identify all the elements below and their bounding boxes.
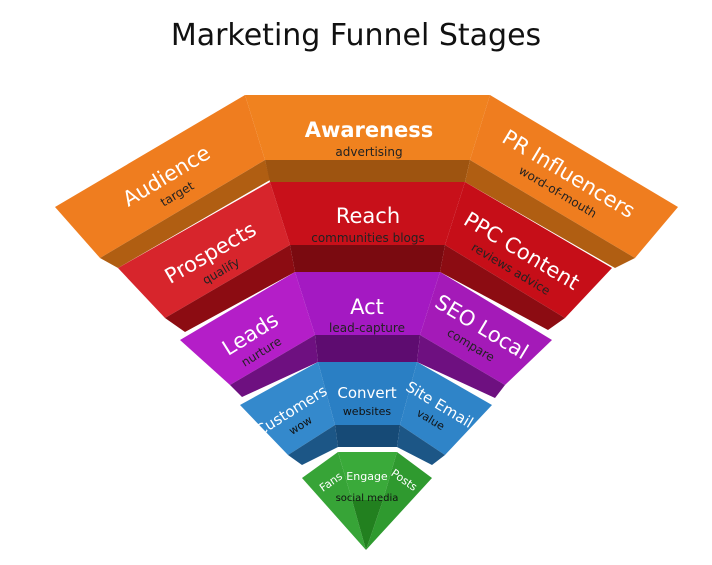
sublabel-communities-blogs: communities blogs	[311, 231, 425, 245]
tier4-center-face	[318, 362, 417, 425]
tier5-bottom-face	[352, 500, 383, 550]
tier1-right-shade	[465, 160, 635, 268]
diagram-title: Marketing Funnel Stages	[170, 18, 542, 53]
tier1-right-face	[470, 95, 678, 258]
tier3-left-face	[180, 272, 315, 385]
tier5-right-face	[366, 452, 432, 550]
tier2-center-face	[270, 182, 465, 245]
funnel-tier-awareness	[55, 95, 678, 268]
funnel-tier-act	[180, 272, 552, 398]
tier4-right-face	[400, 362, 492, 455]
tier4-left-shade	[288, 425, 338, 465]
funnel-tier-engage	[302, 452, 432, 550]
tier5-left-face	[302, 452, 366, 550]
funnel-tier-convert	[240, 362, 492, 465]
tier3-right-shade	[417, 335, 505, 398]
label-engage: Engage	[346, 470, 388, 483]
tier4-left-face	[240, 362, 335, 455]
label-convert: Convert	[337, 384, 396, 402]
sublabel-social-media: social media	[336, 493, 399, 504]
tier1-left-face	[55, 95, 265, 258]
label-awareness: Awareness	[305, 118, 434, 142]
tier3-right-face	[420, 272, 552, 385]
tier2-left-shade	[165, 245, 295, 332]
tier1-left-shade	[100, 160, 270, 268]
sublabel-websites: websites	[343, 405, 392, 418]
tier3-left-shade	[230, 335, 318, 397]
tier2-left-face	[118, 182, 290, 318]
tier1-center-shade	[265, 160, 470, 182]
tier1-center-face	[245, 95, 490, 160]
sublabel-lead-capture: lead-capture	[329, 321, 405, 335]
label-reach: Reach	[336, 204, 400, 228]
tier4-right-shade	[397, 425, 445, 465]
tier2-center-shade	[290, 245, 445, 272]
tier5-center-face	[338, 452, 397, 500]
tier4-center-shade	[335, 425, 400, 447]
tier2-right-face	[445, 182, 612, 318]
sublabel-advertising: advertising	[335, 145, 402, 159]
funnel-tier-reach	[118, 182, 612, 332]
label-act: Act	[350, 295, 384, 319]
tier3-center-shade	[315, 335, 420, 362]
tier2-right-shade	[440, 245, 565, 330]
tier3-center-face	[295, 272, 440, 335]
